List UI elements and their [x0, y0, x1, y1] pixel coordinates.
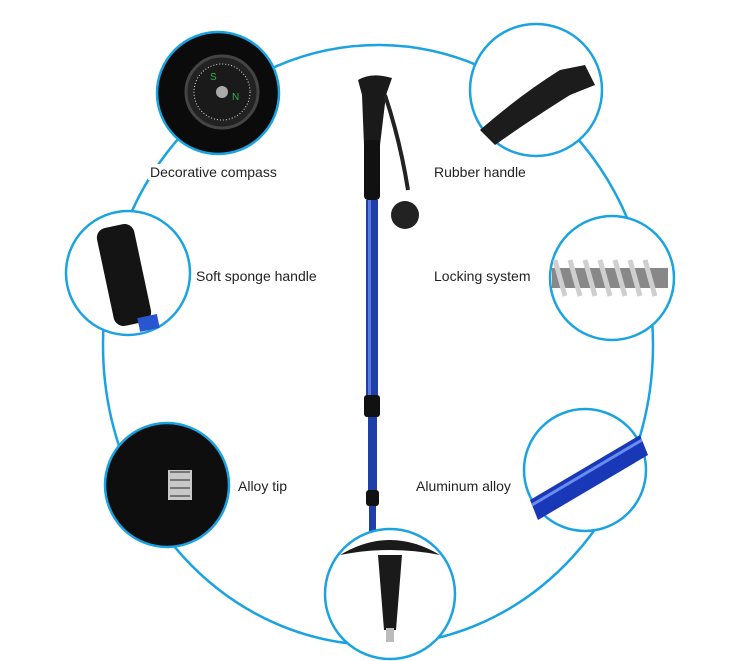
feature-label-rubber-handle: Rubber handle: [432, 164, 528, 180]
feature-label-aluminum-alloy: Aluminum alloy: [414, 478, 513, 494]
feature-label-sponge-handle: Soft sponge handle: [194, 268, 319, 284]
feature-label-locking-system: Locking system: [432, 268, 533, 284]
rubber-handle-detail: [468, 22, 604, 158]
sponge-handle-detail: [64, 209, 192, 337]
compass-detail: S N: [155, 30, 281, 156]
alloy-tip-detail: [103, 421, 231, 549]
svg-text:S: S: [210, 72, 217, 83]
aluminum-alloy-detail: [522, 407, 648, 533]
svg-text:N: N: [232, 92, 239, 103]
locking-system-detail: [548, 214, 676, 342]
feature-label-alloy-tip: Alloy tip: [236, 478, 290, 494]
feature-label-compass: Decorative compass: [148, 164, 279, 180]
mud-basket-detail: [323, 527, 457, 661]
trekking-pole-image: [358, 75, 419, 536]
